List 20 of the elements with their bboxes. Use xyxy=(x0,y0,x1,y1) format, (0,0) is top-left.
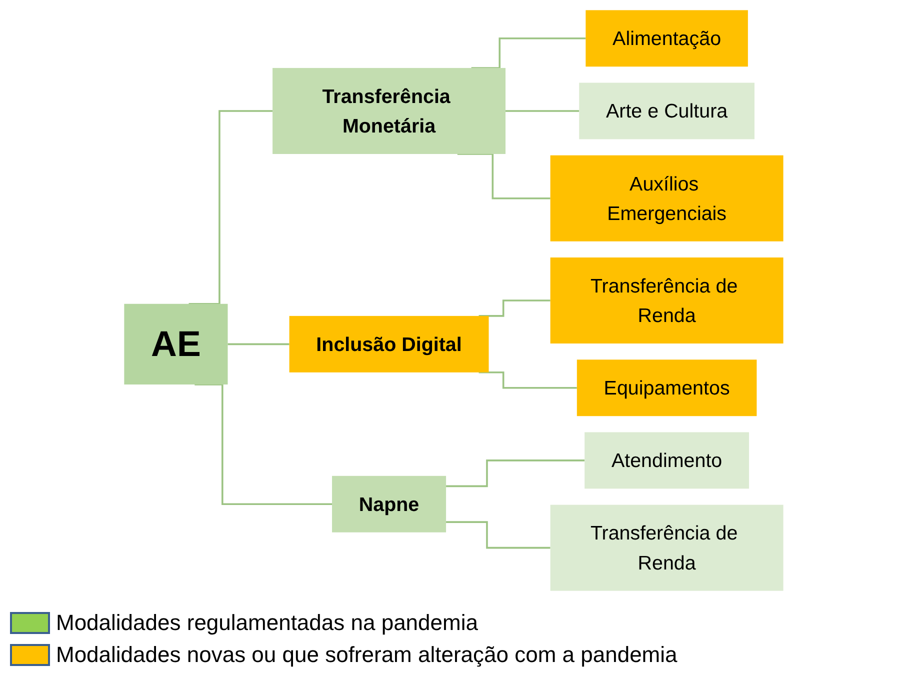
connector xyxy=(478,371,577,388)
node-box: Alimentação xyxy=(585,10,748,66)
connector xyxy=(446,520,550,548)
node-box: Arte e Cultura xyxy=(578,82,754,139)
node-box: Atendimento xyxy=(584,432,749,488)
node-box: Transferência de Renda xyxy=(550,504,784,590)
connector xyxy=(446,459,584,487)
node-box: Inclusão Digital xyxy=(289,315,489,372)
connector xyxy=(228,342,290,345)
connector xyxy=(457,152,550,199)
legend-text: Modalidades regulamentadas na pandemia xyxy=(56,610,478,636)
node-box: Equipamentos xyxy=(576,359,756,416)
node-box: Auxílios Emergenciais xyxy=(550,154,784,241)
node-box: Transferência Monetária xyxy=(272,67,506,154)
node-box: AE xyxy=(124,303,228,384)
node-box: Napne xyxy=(332,475,446,532)
legend-text: Modalidades novas ou que sofreram alteração com a pandemia xyxy=(56,642,678,668)
connector xyxy=(194,383,332,505)
node-box: Transferência de Renda xyxy=(550,256,784,343)
connector xyxy=(505,110,579,112)
